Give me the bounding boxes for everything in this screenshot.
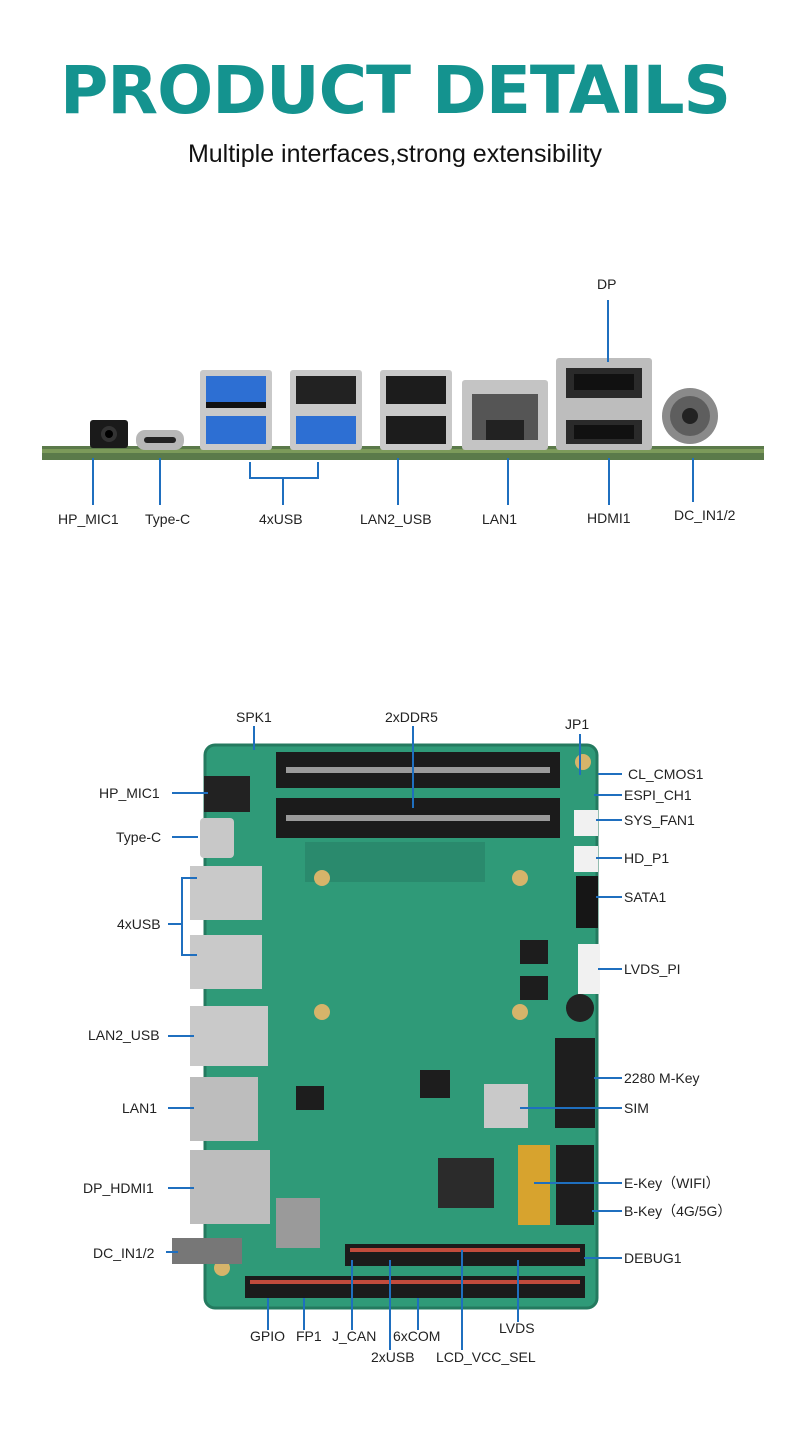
io-panel-illustration	[42, 300, 764, 505]
rj45-top	[190, 1077, 258, 1141]
buzzer	[566, 994, 594, 1022]
label-j-can: J_CAN	[332, 1328, 377, 1344]
type-c-top	[200, 818, 234, 858]
label-6xcom: 6xCOM	[393, 1328, 441, 1344]
label-debug1: DEBUG1	[624, 1250, 682, 1266]
bottom-header-row	[245, 1276, 585, 1298]
label-jp1: JP1	[565, 716, 590, 732]
label-dc-in: DC_IN1/2	[674, 507, 736, 523]
dc-jack-top	[172, 1238, 242, 1264]
label-lan1: LAN1	[482, 511, 518, 527]
label-cl-cmos1: CL_CMOS1	[628, 766, 704, 782]
label-board-lan2-usb: LAN2_USB	[88, 1027, 160, 1043]
sata-connector	[576, 876, 598, 928]
audio-jack-top	[204, 776, 250, 812]
label-sys-fan1: SYS_FAN1	[624, 812, 695, 828]
label-lan2-usb: LAN2_USB	[360, 511, 432, 527]
inductor	[276, 1198, 320, 1248]
hd-p1-header	[574, 846, 598, 872]
label-hd-p1: HD_P1	[624, 850, 670, 866]
label-gpio: GPIO	[250, 1328, 286, 1344]
label-board-4xusb: 4xUSB	[117, 916, 161, 932]
label-hdmi1: HDMI1	[587, 510, 631, 526]
label-board-dc-in: DC_IN1/2	[93, 1245, 155, 1261]
label-sata1: SATA1	[624, 889, 667, 905]
pcb-board	[205, 745, 597, 1308]
label-board-hp-mic1: HP_MIC1	[99, 785, 160, 801]
label-4xusb: 4xUSB	[259, 511, 303, 527]
label-2xddr5: 2xDDR5	[385, 709, 438, 725]
label-board-lan1: LAN1	[122, 1100, 158, 1116]
page-title: PRODUCT DETAILS	[59, 52, 731, 129]
usb-top-1	[190, 866, 262, 920]
label-fp1: FP1	[296, 1328, 322, 1344]
sim-slot	[484, 1084, 528, 1128]
label-e-key: E-Key（WIFI）	[624, 1175, 720, 1191]
label-lvds-pi: LVDS_PI	[624, 961, 681, 977]
dp-hdmi-top	[190, 1150, 270, 1224]
label-b-key: B-Key（4G/5G）	[624, 1203, 732, 1219]
m2-mkey-slot	[555, 1038, 595, 1128]
page-subtitle: Multiple interfaces,strong extensibility	[187, 140, 603, 168]
sys-fan-header	[574, 810, 598, 836]
label-sim: SIM	[624, 1100, 649, 1116]
ekey-slot	[518, 1145, 550, 1225]
label-dp: DP	[597, 276, 617, 292]
label-espi-ch1: ESPI_CH1	[624, 787, 692, 803]
label-lvds: LVDS	[499, 1320, 535, 1336]
debug-header-row	[345, 1244, 585, 1266]
usb-top-2	[190, 935, 262, 989]
label-type-c: Type-C	[145, 511, 191, 527]
label-2xusb: 2xUSB	[371, 1349, 415, 1365]
label-lcd-vcc-sel: LCD_VCC_SEL	[436, 1349, 536, 1365]
lvds-pi-header	[578, 944, 600, 994]
label-board-dp-hdmi1: DP_HDMI1	[83, 1180, 154, 1196]
usb-top-3	[190, 1006, 268, 1066]
label-spk1: SPK1	[236, 709, 272, 725]
bkey-slot	[556, 1145, 594, 1225]
label-hp-mic1: HP_MIC1	[58, 511, 119, 527]
chip	[438, 1158, 494, 1208]
label-board-type-c: Type-C	[116, 829, 162, 845]
label-2280-m-key: 2280 M-Key	[624, 1070, 700, 1086]
